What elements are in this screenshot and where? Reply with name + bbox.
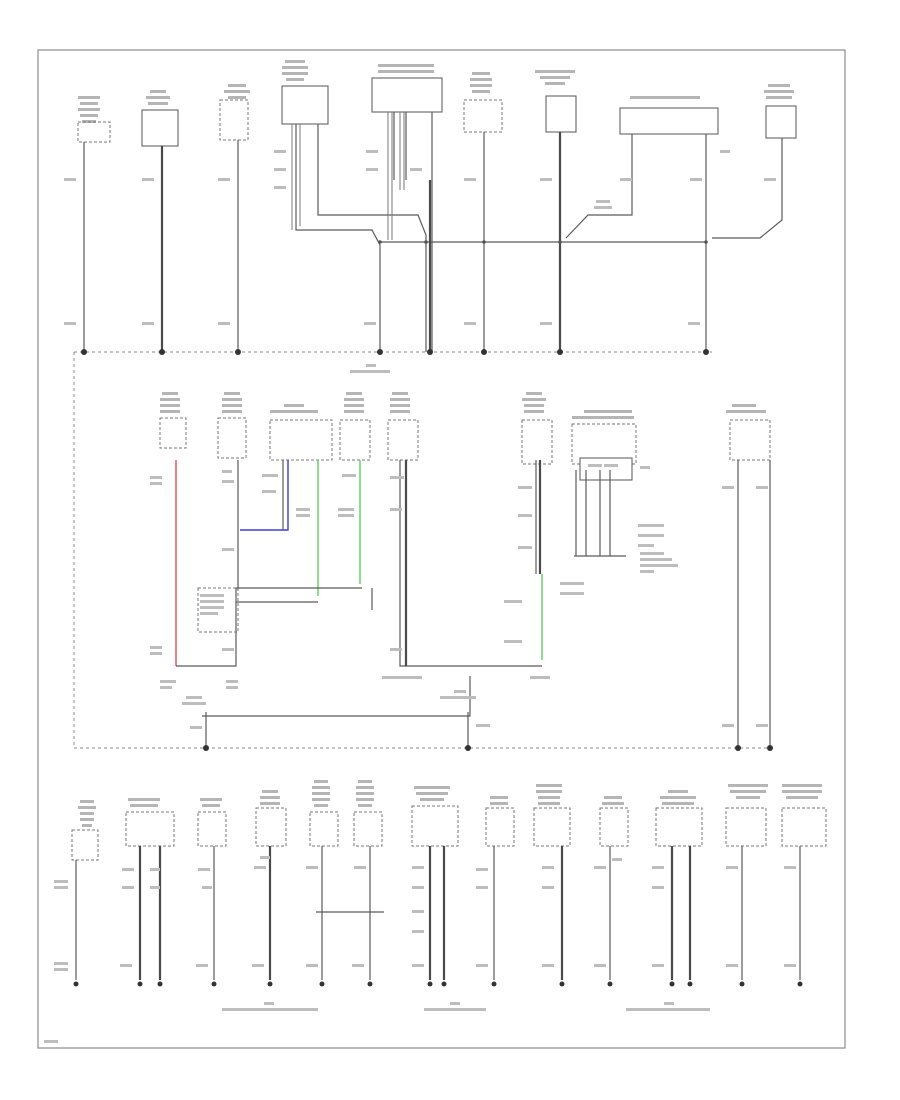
middle-ground-nodes (203, 745, 773, 751)
mid-component-c (269, 419, 333, 461)
top-splices (378, 240, 708, 244)
bottom-component-l (725, 807, 767, 847)
top-ground-nodes (81, 349, 709, 355)
bottom-ground-nodes (73, 981, 803, 987)
relay-box (197, 587, 239, 633)
middle-label-marks (150, 464, 768, 729)
top-component-e (371, 77, 443, 113)
mid-component-b (217, 417, 247, 459)
bottom-component-labels (78, 780, 822, 827)
top-wires (83, 112, 783, 352)
middle-heavy-wires (404, 460, 542, 666)
mid-component-e (387, 419, 419, 461)
bottom-wires (75, 846, 801, 980)
mid-component-a (159, 417, 187, 449)
bottom-component-j (599, 807, 629, 847)
bottom-component-h (485, 807, 515, 847)
top-component-b (141, 109, 179, 147)
bottom-component-f (353, 811, 383, 847)
bottom-component-g (411, 805, 459, 847)
top-wire-label-marks (64, 150, 776, 325)
top-component-a (77, 121, 111, 143)
diagram-frame (37, 49, 846, 1049)
bottom-component-a (71, 829, 99, 861)
top-component-h (619, 107, 719, 135)
bottom-component-k (655, 807, 703, 847)
top-component-f (463, 99, 503, 133)
bottom-heavy-wires (138, 846, 692, 980)
bottom-component-e (309, 811, 339, 847)
top-component-g (545, 95, 577, 133)
bottom-section (44, 780, 827, 1043)
middle-left-bus (73, 352, 772, 749)
mid-component-h (729, 419, 771, 461)
mid-component-f (521, 419, 553, 465)
top-component-i (765, 105, 797, 139)
top-section (64, 60, 797, 373)
middle-wires (176, 460, 771, 748)
bottom-component-c (197, 811, 227, 847)
top-component-c (219, 99, 249, 141)
middle-component-labels (160, 392, 766, 419)
top-ground-label-marks (350, 364, 390, 373)
mid-component-d (339, 419, 371, 461)
mid-connector-box (579, 457, 633, 481)
blue-wire (240, 460, 289, 531)
bottom-label-marks (44, 856, 796, 1043)
bottom-component-m (781, 807, 827, 847)
middle-section (73, 352, 773, 751)
top-component-d (281, 85, 329, 125)
bottom-component-d (255, 807, 287, 847)
bottom-component-i (533, 807, 571, 847)
top-double-wires (291, 112, 405, 240)
bottom-component-b (125, 811, 175, 847)
top-component-labels (78, 60, 794, 123)
